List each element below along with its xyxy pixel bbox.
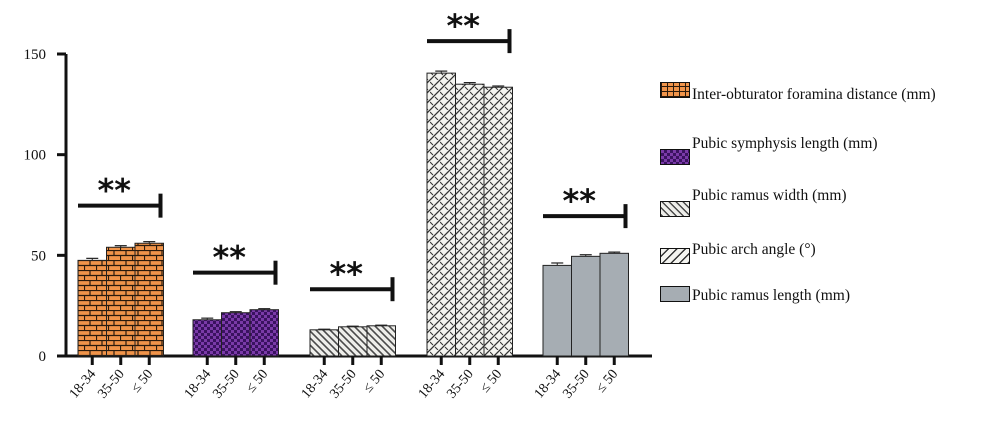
legend-label: Pubic ramus length (mm) (692, 287, 850, 304)
legend-swatch (660, 286, 690, 302)
bar (542, 264, 572, 357)
significance-markers: ** ** ** ** ** (78, 7, 628, 302)
y-tick-label: 50 (31, 248, 46, 264)
significance-label: ** (98, 172, 132, 210)
x-tick-label: ≤ 50 (594, 367, 622, 396)
y-tick-label: 100 (24, 148, 47, 164)
legend-label: Pubic symphysis length (mm) (692, 135, 878, 152)
bar (455, 83, 485, 357)
bar (106, 246, 136, 357)
bar (571, 255, 601, 357)
legend-swatch (660, 149, 690, 165)
bar (366, 325, 396, 357)
x-tick-label: 18-34 (67, 367, 99, 402)
legend-item-symphysis: Pubic symphysis length (mm) (660, 136, 878, 165)
legend-label: Pubic arch angle (°) (692, 241, 816, 258)
bar (192, 319, 222, 357)
x-tick-label: ≤ 50 (361, 367, 389, 396)
legend-item-arch-angle: Pubic arch angle (°) (660, 242, 816, 264)
legend-item-ramus-length: Pubic ramus length (mm) (660, 286, 850, 304)
bar (426, 72, 456, 357)
bars (77, 70, 629, 357)
legend-label: Pubic ramus width (mm) (692, 187, 847, 204)
bar (483, 86, 513, 357)
bar (134, 242, 164, 357)
x-tick-label: 35-50 (560, 367, 592, 402)
x-tick-label: 35-50 (210, 367, 242, 402)
legend-label: Inter-obturator foramina distance (mm) (692, 86, 936, 103)
x-tick-label: ≤ 50 (129, 367, 157, 396)
x-tick-label: 18-34 (532, 367, 564, 402)
legend-item-inter-obturator: Inter-obturator foramina distance (mm) (660, 82, 936, 103)
bar (77, 259, 107, 357)
x-tick-label: 35-50 (327, 367, 359, 402)
significance-label: ** (213, 239, 247, 277)
x-tick-label: 18-34 (416, 367, 448, 402)
x-tick-label: 35-50 (95, 367, 127, 402)
legend-item-ramus-width: Pubic ramus width (mm) (660, 188, 847, 217)
significance-label: ** (563, 182, 597, 220)
significance-label: ** (330, 255, 364, 293)
x-tick-label: ≤ 50 (244, 367, 272, 396)
significance-label: ** (447, 7, 481, 45)
bar (221, 312, 251, 357)
bar (338, 326, 368, 357)
x-tick-label: 35-50 (444, 367, 476, 402)
y-tick-label: 0 (39, 349, 47, 365)
legend-swatch (660, 248, 690, 264)
x-tick-label: ≤ 50 (478, 367, 506, 396)
bar (309, 329, 339, 357)
bar (249, 309, 279, 357)
y-tick-label: 150 (24, 47, 47, 63)
x-tick-label: 18-34 (182, 367, 214, 402)
legend-swatch (660, 201, 690, 217)
bar (599, 252, 629, 357)
x-tick-label: 18-34 (299, 367, 331, 402)
legend-swatch (660, 82, 690, 98)
